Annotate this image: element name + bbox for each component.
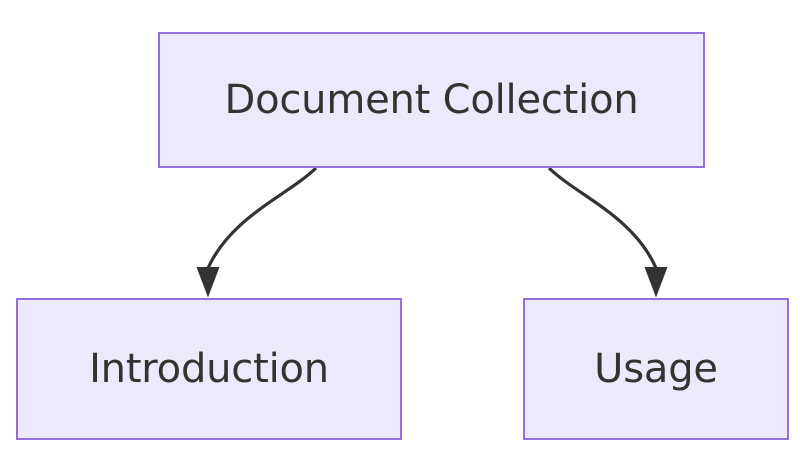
- arrowhead-introduction-icon: [196, 267, 220, 298]
- node-label-document-collection: Document Collection: [224, 77, 639, 123]
- node-document-collection[interactable]: Document Collection: [158, 32, 705, 168]
- edge-root-to-usage: [547, 166, 658, 269]
- edge-root-to-introduction: [206, 166, 318, 269]
- node-label-introduction: Introduction: [89, 346, 329, 392]
- arrowhead-usage-icon: [644, 267, 668, 298]
- node-usage[interactable]: Usage: [523, 298, 789, 440]
- node-introduction[interactable]: Introduction: [16, 298, 402, 440]
- node-label-usage: Usage: [594, 346, 718, 392]
